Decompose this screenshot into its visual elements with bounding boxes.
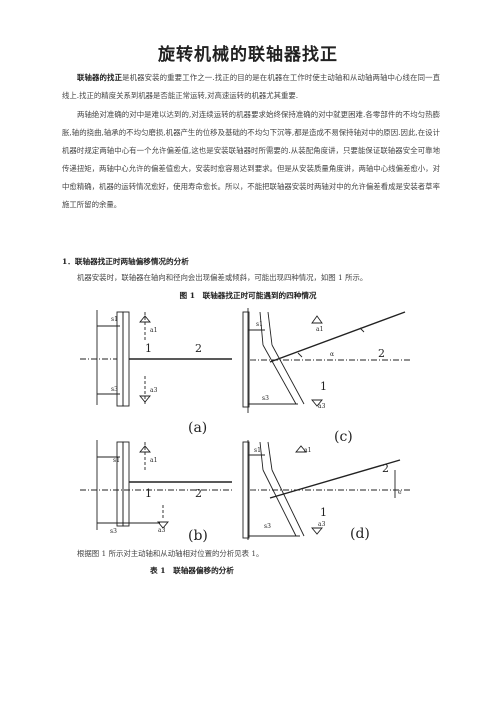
label-c-a1: a1 — [316, 326, 323, 333]
body-paragraph: 两轴绝对准确的对中是难以达到的,对连续运转的机器要求始终保持准确的对中就更困难.… — [62, 110, 440, 209]
after-figure-text: 根据图 1 所示对主动轴和从动轴相对位置的分析见表 1。 — [77, 549, 264, 558]
label-b-1: 1 — [145, 487, 152, 500]
caption-b: (b) — [188, 528, 208, 544]
label-d-e: e — [398, 489, 402, 496]
label-d-s3: s3 — [264, 523, 271, 530]
figure-caption: 图 1 联轴器找正时可能遇到的四种情况 — [179, 291, 317, 300]
label-b-s3: s3 — [110, 528, 117, 535]
label-a-s3: s3 — [111, 386, 118, 393]
caption-c: (c) — [334, 429, 353, 445]
caption-a: (a) — [188, 420, 207, 436]
diagram-a — [80, 310, 232, 407]
label-d-2: 2 — [382, 462, 389, 475]
diagram-b — [80, 440, 232, 530]
page-title: 旋转机械的联轴器找正 — [158, 45, 338, 65]
label-c-s3: s3 — [262, 395, 269, 402]
label-d-s1: s1 — [254, 447, 261, 454]
label-a-a3: a3 — [150, 387, 158, 394]
label-d-1: 1 — [320, 506, 327, 519]
label-d-a3: a3 — [318, 521, 326, 528]
label-b-a1: a1 — [150, 457, 157, 464]
intro-text: 是机器安装的重要工作之一.找正的目的是在机器在工作时使主动轴和从动轴两轴中心线在… — [62, 73, 440, 100]
label-a-a1: a1 — [150, 327, 157, 334]
diagram-d — [242, 440, 412, 540]
label-b-2: 2 — [195, 487, 202, 500]
intro-lead: 联轴器的找正 — [77, 73, 123, 82]
label-b-a3: a3 — [158, 527, 166, 534]
label-b-s1: s1 — [113, 457, 120, 464]
section-text: 机器安装时，联轴器在轴向和径向会出现偏差或倾斜，可能出现四种情况，如图 1 所示… — [77, 273, 368, 282]
table-caption: 表 1 联轴器偏移的分析 — [150, 566, 234, 575]
diagram-c — [242, 308, 412, 413]
label-c-a3: a3 — [318, 403, 326, 410]
label-a-2: 2 — [195, 342, 202, 355]
coupling-figure: 1 2 s1 s3 a1 a3 (a) 1 2 s1 s3 a1 a3 α (c… — [80, 308, 412, 544]
label-c-s1: s1 — [256, 321, 263, 328]
label-d-a1: a1 — [304, 447, 311, 454]
intro-paragraph: 联轴器的找正是机器安装的重要工作之一.找正的目的是在机器在工作时使主动轴和从动轴… — [62, 69, 440, 105]
label-c-alpha: α — [330, 351, 334, 358]
label-c-1: 1 — [320, 380, 327, 393]
section-heading: 1．联轴器找正时两轴偏移情况的分析 — [62, 257, 189, 266]
label-a-1: 1 — [145, 342, 152, 355]
label-a-s1: s1 — [111, 316, 118, 323]
caption-d: (d) — [350, 526, 370, 542]
label-c-2: 2 — [378, 347, 385, 360]
